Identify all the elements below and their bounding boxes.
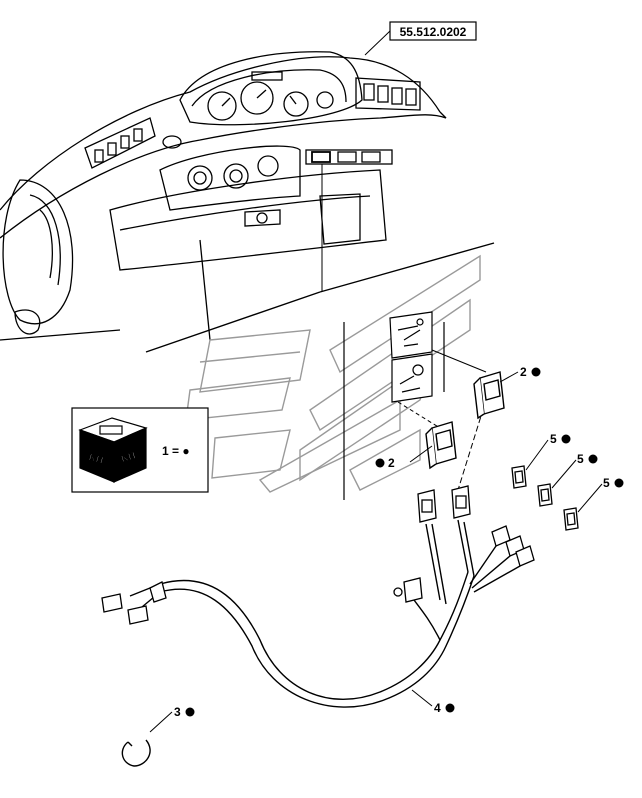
- callout-2-upper: 2: [520, 365, 541, 379]
- bullet-icon: [561, 434, 571, 444]
- callout-4: 4: [434, 701, 455, 715]
- switch-symbol-card-top: [389, 311, 433, 359]
- o-ring-part: [121, 711, 173, 767]
- callout-5-b: 5: [577, 452, 598, 466]
- kit-label-right: KIT: [120, 450, 139, 465]
- kit-callout: 1 = ●: [162, 444, 190, 458]
- callout-5-b-number: 5: [577, 452, 584, 466]
- rocker-switch-upper: [473, 371, 505, 420]
- callout-3-number: 3: [174, 705, 181, 719]
- rocker-switch-lower: [425, 421, 457, 470]
- divider-lines: [343, 322, 445, 500]
- reference-code: 55.512.0202: [400, 25, 467, 39]
- harness-connectors: [101, 485, 535, 625]
- bullet-icon: [375, 458, 385, 468]
- bullet-icon: [185, 707, 195, 717]
- reference-code-box: 55.512.0202: [364, 21, 477, 56]
- bullet-icon: [588, 454, 598, 464]
- switch-panel-outline: [185, 254, 481, 493]
- callout-2-lower: 2: [375, 456, 395, 470]
- callout-3: 3: [174, 705, 195, 719]
- clip-part-1: [511, 465, 527, 489]
- bullet-icon: [531, 367, 541, 377]
- callout-leaders: [409, 371, 603, 707]
- callout-5-a-number: 5: [550, 432, 557, 446]
- callout-2-lower-number: 2: [388, 456, 395, 470]
- wiring-harness: [129, 519, 521, 708]
- symbol-card-leaders: [397, 349, 487, 491]
- kit-box: KIT KIT 1 = ●: [71, 407, 209, 493]
- bullet-icon: [445, 703, 455, 713]
- kit-package-icon: KIT KIT: [78, 417, 148, 483]
- bullet-icon: [614, 478, 624, 488]
- callout-5-c: 5: [603, 476, 624, 490]
- kit-label-left: KIT: [87, 452, 106, 467]
- clip-part-2: [537, 483, 553, 507]
- callout-2-upper-number: 2: [520, 365, 527, 379]
- switch-symbol-card-bottom: [391, 353, 433, 403]
- callout-5-c-number: 5: [603, 476, 610, 490]
- callout-4-number: 4: [434, 701, 441, 715]
- dashboard-illustration: [0, 51, 495, 353]
- clip-part-3: [563, 507, 579, 531]
- callout-5-a: 5: [550, 432, 571, 446]
